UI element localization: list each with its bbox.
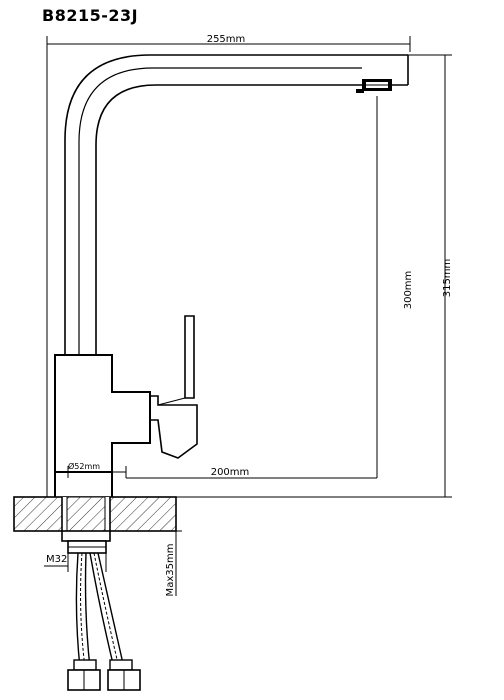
supply-hoses [75,552,125,669]
handle-lever [150,315,198,459]
spout [64,54,409,355]
countertop-section [13,496,177,532]
dimension-deck-thickness: Max35mm [165,497,182,596]
dimension-label-base-diameter: Ø52mm [68,461,100,471]
dimension-height-315: 315mm [408,54,453,498]
dimension-label-spout-height: 300mm [403,271,414,310]
aerator [356,79,392,93]
dimension-base-diameter: Ø52mm [67,461,127,478]
faucet-body [54,354,151,497]
model-number-title: B8215-23J [42,6,139,25]
hose-fittings [67,659,141,691]
dimension-label-deck-thickness: Max35mm [165,544,176,597]
dimension-spout-reach-200: 200mm [126,467,377,479]
mounting-shank [61,530,111,554]
dimension-label-height: 315mm [442,259,453,298]
dimension-spout-height-300: 300mm [376,96,414,478]
dimension-label-thread: M32 [46,554,67,565]
dimension-thread: M32 [44,553,107,572]
dimension-reach-255: 255mm [46,34,411,52]
dimension-label-reach: 255mm [207,34,246,45]
dimension-label-spout-reach: 200mm [211,467,250,478]
